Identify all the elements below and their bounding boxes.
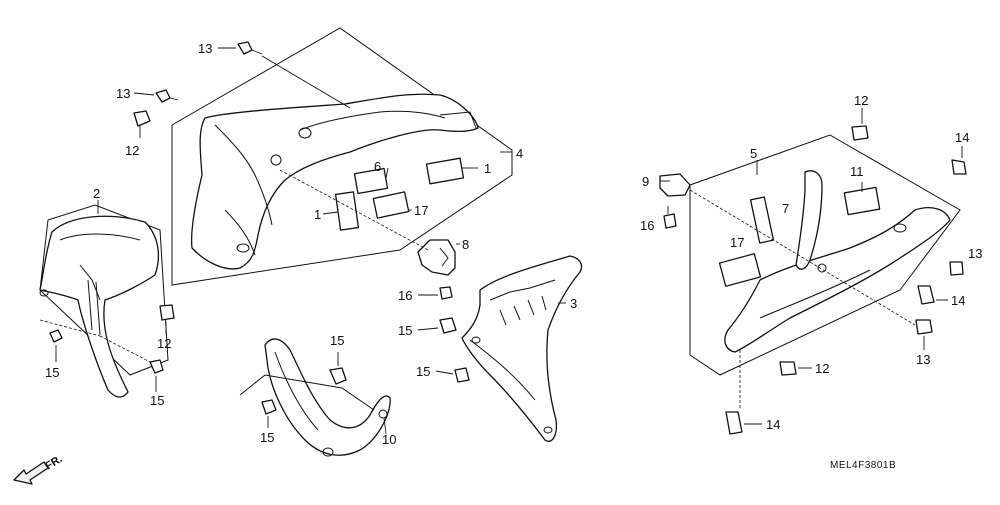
- callout-16: 16: [398, 288, 412, 303]
- callout-16: 16: [640, 218, 654, 233]
- callout-15: 15: [330, 333, 344, 348]
- front-direction-indicator: FR.: [13, 453, 65, 485]
- inner-side-cover-2: [39, 215, 159, 398]
- left-cover-group: [39, 200, 175, 398]
- grommet-12-right-low: [779, 361, 797, 376]
- callout-1: 1: [314, 207, 321, 222]
- callout-14: 14: [955, 130, 969, 145]
- inner-cowl-panel: [190, 93, 479, 270]
- callout-12: 12: [157, 336, 171, 351]
- callout-15: 15: [398, 323, 412, 338]
- bolt-16-center: [439, 286, 453, 300]
- assembly-outline-upper: [171, 27, 513, 286]
- callout-12: 12: [815, 361, 829, 376]
- pad-11: [843, 186, 881, 216]
- bolt-13-top: [237, 41, 263, 55]
- callout-9: 9: [642, 174, 649, 189]
- callout-13: 13: [198, 41, 212, 56]
- upper-cowl-group: [133, 27, 513, 286]
- pad-17-upper: [372, 191, 410, 219]
- callout-8: 8: [462, 237, 469, 252]
- callout-12: 12: [854, 93, 868, 108]
- bracket-8: [417, 239, 456, 276]
- callout-15: 15: [150, 393, 164, 408]
- callout-13: 13: [916, 352, 930, 367]
- callout-3: 3: [570, 296, 577, 311]
- callout-10: 10: [382, 432, 396, 447]
- bolt-13-right-b: [915, 319, 933, 335]
- assembly-outline-right: [689, 134, 961, 376]
- figure-code: MEL4F3801B: [830, 460, 896, 471]
- callout-15: 15: [45, 365, 59, 380]
- callout-4: 4: [516, 146, 523, 161]
- side-panel-3-group: [417, 255, 583, 442]
- inner-panel-5: [724, 207, 951, 353]
- bolt-13-mid: [155, 89, 179, 103]
- bolt-15-stay-a: [261, 399, 277, 415]
- bolt-15-left-a: [49, 329, 63, 343]
- clip-14-mid: [917, 285, 935, 305]
- callout-15: 15: [260, 430, 274, 445]
- callout-14: 14: [951, 293, 965, 308]
- lower-stay-10: [264, 338, 391, 456]
- pad-7: [749, 196, 775, 244]
- grommet-12-right-top: [851, 125, 869, 141]
- pad-17-right: [718, 253, 762, 287]
- assembly-outline-left: [39, 204, 169, 376]
- callout-7: 7: [782, 201, 789, 216]
- callout-14: 14: [766, 417, 780, 432]
- grommet-12-upper: [133, 110, 151, 127]
- clip-9: [659, 173, 691, 197]
- bolt-15-panel-a: [439, 317, 457, 334]
- lower-stay-group: [239, 338, 391, 457]
- clip-14-bottom: [725, 411, 743, 435]
- callout-13: 13: [968, 246, 982, 261]
- callout-12: 12: [125, 143, 139, 158]
- callout-17: 17: [730, 235, 744, 250]
- bolt-16-right: [663, 213, 677, 229]
- callout-13: 13: [116, 86, 130, 101]
- callout-2: 2: [93, 186, 100, 201]
- rubber-pad-1-upper: [425, 157, 465, 185]
- bolt-15-left-b: [149, 359, 164, 374]
- bolt-15-stay-b: [329, 367, 347, 385]
- callout-17: 17: [414, 203, 428, 218]
- inner-panel-5-stay: [795, 170, 823, 270]
- callout-6: 6: [374, 159, 381, 174]
- callout-1: 1: [484, 161, 491, 176]
- rubber-pad-6: [353, 167, 389, 195]
- callout-labels: 13 13 12 6 1 4 1 17 8 2 12 15 15 16 3 15…: [45, 41, 982, 447]
- rubber-pad-1-lower: [334, 191, 360, 231]
- callout-11: 11: [850, 164, 864, 179]
- callout-15: 15: [416, 364, 430, 379]
- front-arrow-icon: [13, 461, 49, 485]
- right-panel-group: [659, 108, 967, 435]
- clip-14-top: [951, 159, 967, 175]
- bolt-15-panel-b: [454, 367, 470, 383]
- side-panel-3: [461, 255, 583, 442]
- grommet-12-left: [159, 304, 175, 321]
- assembly-outline-stay: [239, 374, 375, 411]
- bolt-13-right-a: [949, 261, 964, 276]
- callout-5: 5: [750, 146, 757, 161]
